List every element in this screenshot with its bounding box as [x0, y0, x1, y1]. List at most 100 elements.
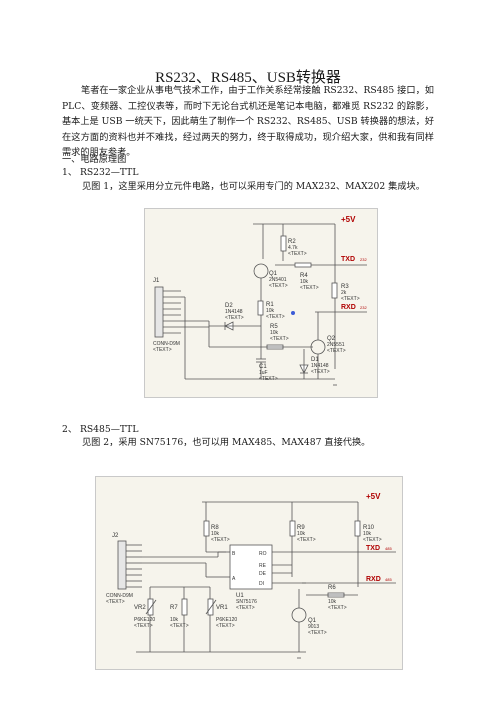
figure-1-schematic: +5V TXD 232 RXD 232 J1 CONN-D9M <TEXT> R…	[144, 208, 378, 398]
figure-2-schematic: +5V TXD 485 RXD 485 J2 CONN-D9M <TEXT> R…	[95, 476, 403, 670]
fig2-rxd-sub: 485	[385, 577, 392, 582]
r4-resistor	[294, 262, 312, 268]
vr1-varistor	[207, 598, 214, 616]
vr2-text: <TEXT>	[134, 623, 153, 629]
q2-transistor	[310, 339, 326, 355]
item2-description: 见图 2，采用 SN75176，也可以用 MAX485、MAX487 直接代换。	[82, 437, 371, 448]
r9-value: 10k	[297, 531, 306, 537]
r5-label: R5	[270, 324, 278, 330]
u1-pin-ro: RO	[259, 551, 267, 557]
r7-resistor	[181, 598, 188, 616]
r4-label: R4	[300, 273, 308, 279]
j1-part: CONN-D9M	[153, 341, 180, 347]
r3-text: <TEXT>	[341, 296, 360, 302]
u1-text: <TEXT>	[236, 605, 255, 611]
q1-text: <TEXT>	[269, 283, 288, 289]
j2-label: J2	[112, 533, 119, 539]
r9-label: R9	[297, 525, 305, 531]
item2-heading: 2、 RS485—TTL	[62, 424, 139, 435]
j2-part: CONN-D9M	[106, 593, 133, 599]
r1-resistor	[257, 300, 264, 316]
r3-resistor	[331, 282, 338, 299]
u1-pin-di: DI	[259, 581, 264, 587]
intro-paragraph: 笔者在一家企业从事电气技术工作，由于工作关系经常接触 RS232、RS485 接…	[62, 85, 435, 159]
j1-label: J1	[153, 278, 160, 284]
q1-text: <TEXT>	[308, 630, 327, 636]
u1-value: SN75176	[236, 599, 257, 605]
fig2-rxd-label: RXD	[366, 576, 381, 583]
r1-text: <TEXT>	[266, 314, 285, 320]
probe-marker	[291, 311, 295, 315]
rs232-circuit-diagram: +5V TXD 232 RXD 232 J1 CONN-D9M <TEXT> R…	[153, 215, 367, 386]
r6-text: <TEXT>	[328, 605, 347, 611]
r3-label: R3	[341, 284, 349, 290]
r6-value: 10k	[328, 599, 337, 605]
fig1-txd-label: TXD	[341, 256, 355, 263]
r10-resistor	[354, 520, 361, 537]
q2-label: Q2	[327, 336, 336, 342]
fig1-rxd-label: RXD	[341, 304, 356, 311]
j2-text: <TEXT>	[106, 599, 125, 605]
q1-transistor	[291, 607, 307, 623]
r2-value: 4.7k	[288, 245, 298, 251]
item1-heading: 1、 RS232—TTL	[62, 167, 139, 178]
r6-label: R6	[328, 585, 336, 591]
u1-pin-b: B	[232, 551, 236, 557]
c1-value: 1uF	[259, 370, 268, 376]
fig1-txd-sub: 232	[360, 257, 367, 262]
r1-label: R1	[266, 302, 274, 308]
vr1-text: <TEXT>	[216, 623, 235, 629]
r7-text: <TEXT>	[170, 623, 189, 629]
q2-text: <TEXT>	[327, 348, 346, 354]
r2-label: R2	[288, 239, 296, 245]
r10-label: R10	[363, 525, 375, 531]
u1-label: U1	[236, 593, 244, 599]
item1-description: 见图 1，这里采用分立元件电路，也可以采用专门的 MAX232、MAX202 集…	[82, 181, 425, 192]
d2-value: 1N4148	[225, 309, 243, 315]
r8-left-label: R8	[211, 525, 219, 531]
r1-value: 10k	[266, 308, 275, 314]
j1-text: <TEXT>	[153, 347, 172, 353]
c1-text: <TEXT>	[259, 376, 278, 382]
q2-value: 2N5551	[327, 342, 345, 348]
fig1-vcc-label: +5V	[341, 215, 356, 224]
fig2-txd-label: TXD	[366, 545, 380, 552]
u1-pin-re: RE	[259, 563, 267, 569]
r4-text: <TEXT>	[300, 285, 319, 291]
j2-connector	[117, 540, 127, 590]
d2-label: D2	[225, 303, 233, 309]
j1-connector	[154, 286, 164, 338]
q1-label: Q1	[269, 271, 278, 277]
r2-resistor	[280, 235, 287, 252]
section-heading: 一、电路原理图	[62, 154, 127, 165]
rs485-circuit-diagram: +5V TXD 485 RXD 485 J2 CONN-D9M <TEXT> R…	[106, 492, 396, 659]
page-title: RS232、RS485、USB转换器	[155, 70, 341, 86]
vr2-label: VR2	[134, 605, 146, 611]
r8-left-resistor	[203, 520, 210, 537]
r10-value: 10k	[363, 531, 372, 537]
r4-value: 10k	[300, 279, 309, 285]
q1-value: 9013	[308, 624, 319, 630]
r2-text: <TEXT>	[288, 251, 307, 257]
r3-value: 2k	[341, 290, 347, 296]
fig1-rxd-sub: 232	[360, 305, 367, 310]
d1-value: 1N4148	[311, 363, 329, 369]
fig2-txd-sub: 485	[385, 546, 392, 551]
d1-text: <TEXT>	[311, 369, 330, 375]
r5-text: <TEXT>	[270, 336, 289, 342]
vr2-varistor	[147, 598, 154, 616]
r8-left-value: 10k	[211, 531, 220, 537]
q1-label: Q1	[308, 618, 317, 624]
u1-chip	[229, 544, 273, 590]
u1-pin-a: A	[232, 576, 236, 582]
fig2-vcc-label: +5V	[366, 492, 381, 501]
r5-value: 10k	[270, 330, 279, 336]
vr1-label: VR1	[216, 605, 228, 611]
r8-left-text: <TEXT>	[211, 537, 230, 543]
vr1-value: P6KE120	[216, 617, 237, 623]
r7-label: R7	[170, 605, 178, 611]
d2-text: <TEXT>	[225, 315, 244, 321]
r7-value: 10k	[170, 617, 179, 623]
d1-label: D1	[311, 357, 319, 363]
r9-resistor	[289, 520, 296, 537]
